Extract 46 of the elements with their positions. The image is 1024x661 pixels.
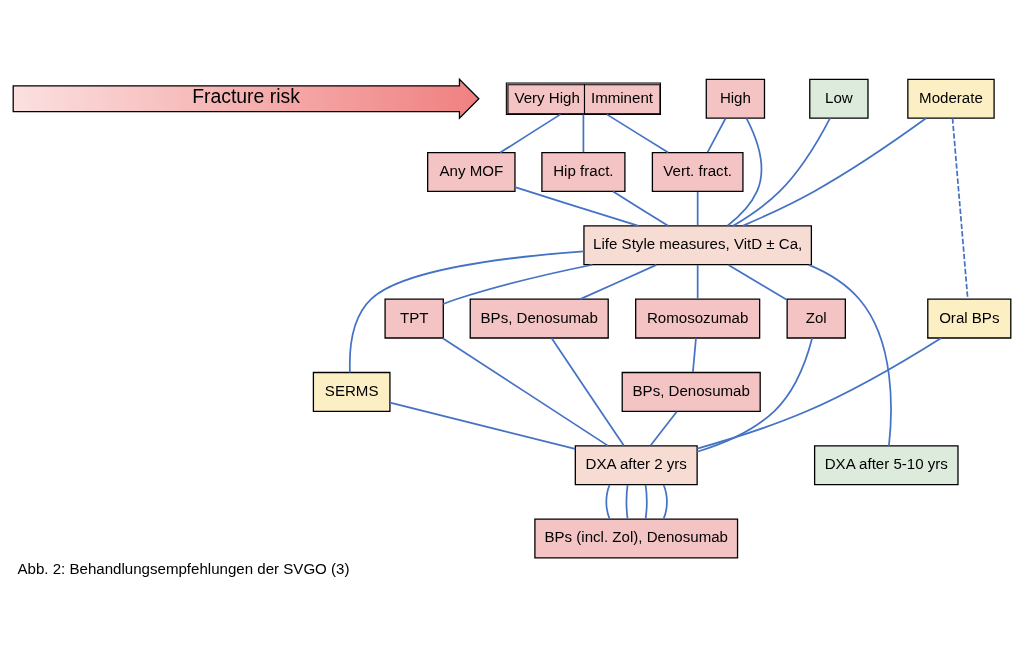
node-box: Oral BPs <box>927 298 1012 339</box>
connector <box>442 263 594 305</box>
node-box: Moderate <box>907 78 995 119</box>
connector <box>726 117 763 227</box>
connector <box>649 410 678 446</box>
connector <box>605 483 611 519</box>
node-box: Romosozumab <box>635 298 761 339</box>
connector <box>441 336 609 446</box>
node-box: High <box>705 78 766 119</box>
node-box: TPT <box>384 298 444 339</box>
node-box: BPs, Denosumab <box>621 371 761 412</box>
connector <box>692 337 697 373</box>
connector <box>662 483 668 519</box>
connector <box>951 117 969 300</box>
connector <box>807 263 892 447</box>
node-box: DXA after 5-10 yrs <box>813 444 959 485</box>
connector <box>582 113 585 153</box>
node-box: Any MOF <box>427 151 516 192</box>
node-box: Life Style measures, VitD ± Ca, <box>583 224 813 265</box>
connector <box>550 336 625 446</box>
connector <box>579 263 658 300</box>
connector <box>741 116 927 227</box>
connector <box>732 116 831 227</box>
node-box: Vert. fract. <box>651 151 744 192</box>
node-box: BPs (incl. Zol), Denosumab <box>534 517 739 559</box>
connector <box>348 250 585 373</box>
connector <box>644 483 648 519</box>
connector <box>696 336 813 453</box>
connector <box>706 117 727 153</box>
caption: Abb. 2: Behandlungsempfehlungen der SVGO (3) <box>17 559 350 577</box>
node-box: DXA after 2 yrs <box>574 444 698 485</box>
connector <box>499 113 562 153</box>
node-box: Zol <box>786 298 846 339</box>
connector <box>696 336 942 449</box>
connector <box>625 483 629 519</box>
connector <box>696 190 699 226</box>
node-box: BPs, Denosumab <box>469 298 609 339</box>
node-box: SERMS <box>312 371 391 412</box>
connector <box>727 263 788 301</box>
node-box: Low <box>809 78 869 119</box>
connector <box>605 113 670 153</box>
connector <box>514 185 640 227</box>
connector <box>389 401 576 450</box>
node-box: Hip fract. <box>541 151 626 192</box>
connector <box>612 190 669 227</box>
connector <box>696 263 699 300</box>
